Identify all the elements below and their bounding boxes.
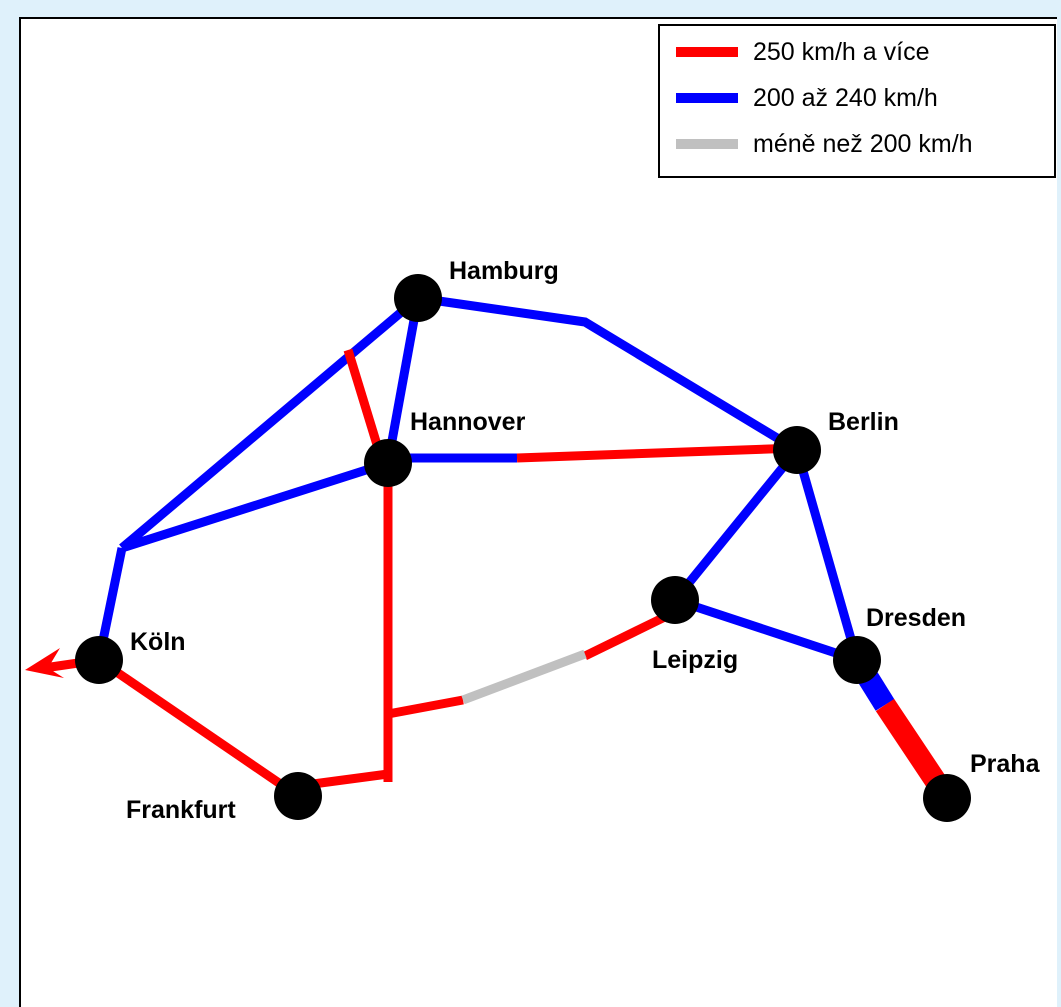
node-dresden — [833, 636, 881, 684]
legend-item-low-speed: méně než 200 km/h — [676, 126, 973, 162]
city-label-frankfurt: Frankfurt — [126, 796, 236, 824]
legend-item-medium-speed: 200 až 240 km/h — [676, 80, 938, 116]
line-berlin-dresden — [792, 448, 862, 662]
city-label-koln: Köln — [130, 628, 186, 656]
node-hannover — [364, 439, 412, 487]
line-hannover-berlin — [516, 443, 798, 463]
node-hamburg — [394, 274, 442, 322]
city-label-hamburg: Hamburg — [449, 257, 559, 285]
legend-label: 250 km/h a více — [753, 37, 930, 66]
line-leipzig-south — [583, 607, 677, 661]
line-hamburg-koln-junction — [119, 294, 421, 552]
line-leipzig-dresden — [673, 595, 859, 665]
city-label-hannover: Hannover — [410, 408, 526, 436]
city-label-leipzig: Leipzig — [652, 646, 739, 674]
node-frankfurt — [274, 772, 322, 820]
line-berlin-leipzig — [671, 447, 801, 603]
line-hamburg-berlin — [417, 293, 800, 454]
line-hannover-koln-junction — [120, 458, 390, 553]
arrow-west-icon — [25, 648, 64, 678]
legend: 250 km/h a více 200 až 240 km/h méně než… — [658, 24, 1056, 178]
line-hamburg-hannover — [383, 297, 423, 464]
node-koln — [75, 636, 123, 684]
legend-swatch-blue — [676, 93, 738, 103]
legend-label: 200 až 240 km/h — [753, 83, 938, 112]
legend-swatch-red — [676, 47, 738, 57]
line-slow-segment — [461, 649, 587, 705]
legend-item-high-speed: 250 km/h a více — [676, 34, 929, 70]
city-label-dresden: Dresden — [866, 604, 967, 632]
node-berlin — [773, 426, 821, 474]
line-junction-to-gray — [387, 695, 464, 719]
legend-swatch-gray — [676, 139, 738, 149]
city-label-berlin: Berlin — [828, 408, 899, 436]
city-label-praha: Praha — [970, 750, 1040, 778]
node-praha — [923, 774, 971, 822]
map-frame — [19, 17, 1057, 1007]
line-hamburg-branch — [343, 348, 383, 450]
node-leipzig — [651, 576, 699, 624]
line-koln-frankfurt — [96, 656, 301, 800]
legend-label: méně než 200 km/h — [753, 129, 973, 158]
